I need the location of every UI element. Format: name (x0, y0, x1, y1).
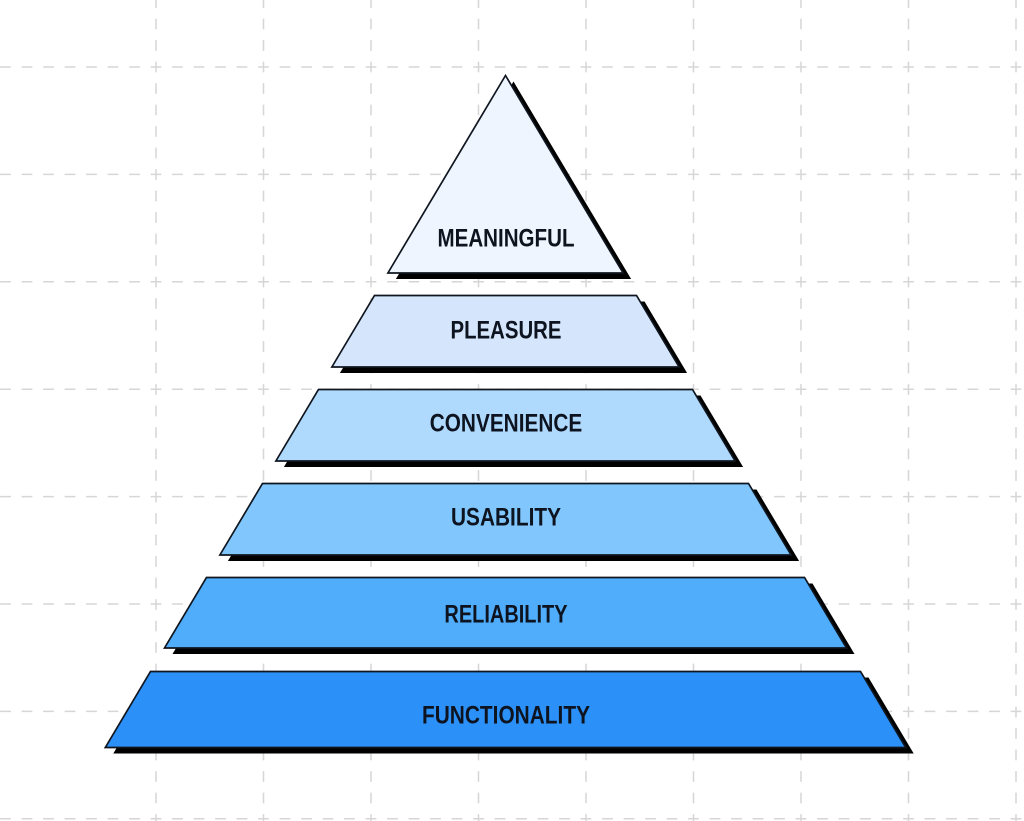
svg-text:PLEASURE: PLEASURE (451, 318, 562, 345)
svg-text:FUNCTIONALITY: FUNCTIONALITY (422, 702, 590, 729)
svg-text:MEANINGFUL: MEANINGFUL (438, 226, 575, 253)
svg-text:RELIABILITY: RELIABILITY (444, 602, 567, 629)
svg-text:USABILITY: USABILITY (451, 504, 561, 531)
svg-text:CONVENIENCE: CONVENIENCE (430, 411, 583, 438)
